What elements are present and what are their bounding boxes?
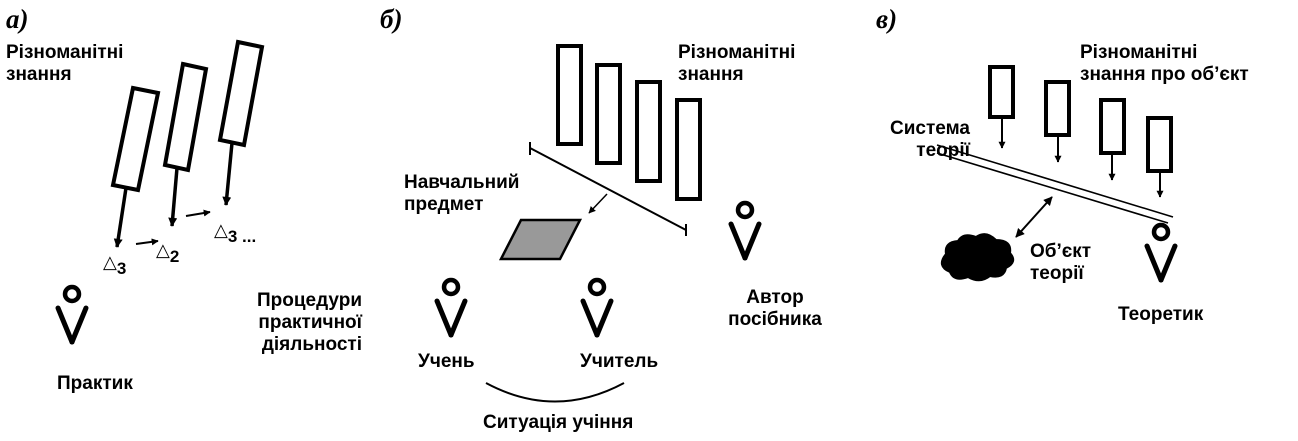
panel-c-knowledge-label: Різноманітні знання про об’єкт — [1080, 42, 1249, 85]
system-label: Система теорії — [890, 118, 970, 161]
panel-a-knowledge-label: Різноманітні знання — [6, 42, 124, 85]
student-label: Учень — [418, 351, 475, 372]
object-link-arrow — [1015, 196, 1053, 238]
knowledge-bar-b3 — [635, 80, 662, 183]
author-line — [529, 142, 687, 236]
knowledge-bar-a1 — [110, 85, 161, 193]
author-figure — [731, 203, 759, 258]
author-label: Автор посібника — [728, 287, 822, 330]
panel-b-knowledge-label: Різноманітні знання — [678, 42, 796, 85]
step-triangle-2: △2 — [156, 240, 180, 267]
knowledge-bar-b4 — [675, 98, 702, 201]
object-cloud — [940, 233, 1015, 282]
panel-c-letter: в) — [876, 4, 898, 34]
object-label: Об’єкт теорії — [1030, 241, 1092, 284]
step-arrow-1 — [135, 238, 159, 246]
knowledge-bar-c3 — [1099, 98, 1126, 155]
subject-label: Навчальний предмет — [404, 172, 520, 215]
panel-a-letter: а) — [6, 4, 29, 34]
knowledge-bar-c4 — [1146, 116, 1173, 173]
situation-bracket — [485, 382, 625, 403]
practitioner-label: Практик — [57, 373, 133, 394]
practitioner-figure — [58, 287, 86, 342]
procedures-label: Процедури практичної діяльності — [256, 290, 362, 355]
knowledge-bar-b2 — [595, 63, 622, 165]
teacher-label: Учитель — [580, 351, 659, 372]
knowledge-bar-c2 — [1044, 80, 1071, 137]
theory-system-lines — [936, 144, 1174, 224]
step-arrow-2 — [185, 209, 211, 217]
knowledge-bar-c1 — [988, 65, 1015, 119]
panel-c-graphics — [936, 65, 1175, 282]
panel-b-graphics — [437, 44, 759, 403]
knowledge-bar-a3 — [217, 39, 265, 148]
arrow-a3 — [222, 142, 234, 206]
subject-arrow — [588, 193, 608, 214]
teacher-figure — [583, 280, 611, 335]
arrow-a2 — [168, 167, 179, 227]
knowledge-bar-a2 — [162, 61, 209, 173]
student-figure — [437, 280, 465, 335]
situation-label: Ситуація учіння — [483, 412, 634, 433]
knowledge-bar-b1 — [556, 44, 583, 146]
arrow-a1 — [113, 187, 128, 248]
step-triangle-1: △3 — [103, 252, 127, 279]
theorist-label: Теоретик — [1118, 304, 1204, 325]
panel-a-graphics — [58, 39, 265, 342]
panel-b-letter: б) — [380, 4, 403, 34]
theorist-figure — [1147, 225, 1175, 280]
subject-parallelogram — [498, 218, 583, 261]
step-triangle-3: △3 ... — [214, 220, 257, 247]
